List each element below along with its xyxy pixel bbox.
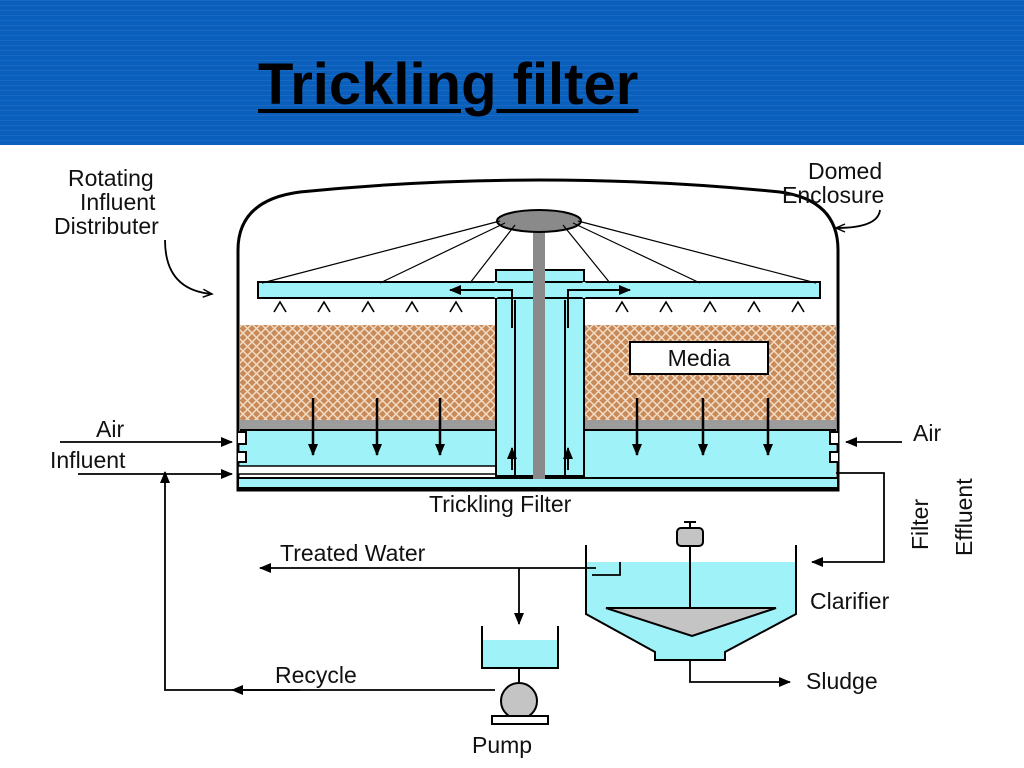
air-right-label: Air bbox=[913, 420, 941, 446]
recycle-line bbox=[160, 471, 495, 691]
rotating-distributer-label-line1: Rotating bbox=[68, 165, 154, 191]
gravel-layer-left bbox=[240, 420, 495, 430]
clarifier-outlet-water bbox=[655, 652, 725, 660]
filter-effluent-label-line1: Filter bbox=[907, 499, 933, 550]
rotating-distributer-pointer bbox=[164, 239, 214, 298]
filter-effluent-label-line2: Effluent bbox=[951, 478, 977, 556]
riser-flow-arrows bbox=[507, 447, 573, 470]
air-vent-right bbox=[829, 431, 838, 463]
influent-pipe bbox=[237, 465, 501, 475]
pump-label: Pump bbox=[472, 732, 532, 758]
clarifier-drive-motor bbox=[676, 527, 704, 547]
clarifier-label: Clarifier bbox=[810, 588, 890, 614]
air-left-label: Air bbox=[96, 416, 124, 442]
title-banner: Trickling filter bbox=[0, 0, 1024, 145]
rotating-distributer-label-line2: Influent bbox=[80, 189, 156, 215]
distributor-flow-arrows bbox=[449, 285, 631, 328]
support-cables bbox=[261, 220, 817, 284]
media-bed-left bbox=[240, 325, 495, 420]
sludge-line bbox=[689, 660, 791, 687]
air-vent-left bbox=[238, 431, 247, 463]
influent-label: Influent bbox=[50, 447, 126, 473]
page-title: Trickling filter bbox=[258, 52, 639, 117]
sludge-label: Sludge bbox=[806, 668, 878, 694]
pump-base bbox=[491, 715, 549, 725]
underdrain-water-right bbox=[585, 430, 836, 486]
trickling-filter-diagram: Media Rotating Influent Distributer Dome… bbox=[50, 158, 977, 758]
domed-enclosure-pointer bbox=[834, 209, 881, 233]
clarifier-baffle bbox=[592, 562, 621, 576]
rotating-shaft bbox=[533, 225, 545, 479]
trickle-arrows bbox=[308, 398, 773, 456]
spray-nozzles bbox=[273, 300, 805, 313]
wet-well-water bbox=[482, 640, 558, 668]
distributor-hub bbox=[496, 209, 582, 233]
media-label: Media bbox=[668, 345, 731, 371]
filter-effluent-line bbox=[811, 472, 885, 567]
gravel-layer-right bbox=[585, 420, 836, 430]
recycle-label: Recycle bbox=[275, 662, 357, 688]
pump-icon bbox=[500, 682, 538, 720]
treated-water-label: Treated Water bbox=[280, 540, 426, 566]
domed-enclosure-label-line1: Domed bbox=[808, 158, 882, 184]
trickling-filter-label: Trickling Filter bbox=[429, 491, 572, 517]
media-label-box bbox=[629, 341, 769, 375]
underdrain-water-left bbox=[240, 430, 495, 466]
vessel-floor bbox=[237, 477, 839, 489]
rotating-distributer-label-line3: Distributer bbox=[54, 213, 159, 239]
domed-enclosure-label-line2: Enclosure bbox=[782, 182, 884, 208]
